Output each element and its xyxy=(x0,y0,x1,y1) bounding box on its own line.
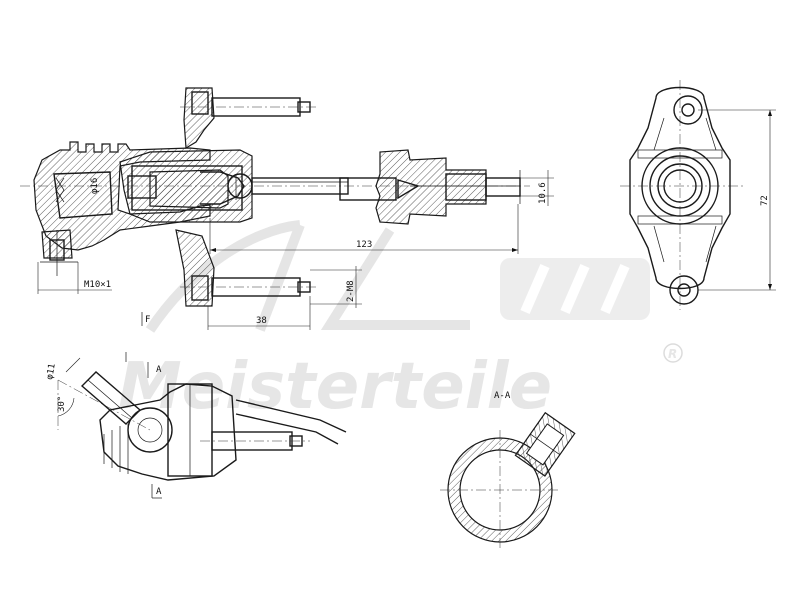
dim-height-72-text: 72 xyxy=(760,195,770,206)
angled-view: φ11 30° A A xyxy=(45,352,347,499)
dim-length-123-text: 123 xyxy=(356,240,372,250)
dim-thread-m10-text: M10×1 xyxy=(84,280,111,290)
dim-bolts-2m8-text: 2-M8 xyxy=(346,280,356,302)
section-marker-f: F xyxy=(145,315,150,325)
main-section-view: φ16 M10×1 xyxy=(20,87,554,330)
registered-letter: R xyxy=(668,347,677,361)
dim-angle-30-text: 30° xyxy=(57,396,67,412)
registered-mark: R xyxy=(663,343,683,363)
section-a-a: A-A xyxy=(440,391,576,550)
dim-dia11-text: φ11 xyxy=(45,363,58,381)
section-title-a-a: A-A xyxy=(494,391,511,401)
end-view: 72 xyxy=(620,80,776,310)
watermark-logo-mark: A.Z.M xyxy=(145,220,650,333)
dim-height-10-6-text: 10.6 xyxy=(538,182,548,204)
watermark-brand: Meisterteile xyxy=(118,350,552,424)
section-marker-a-upper: A xyxy=(156,365,162,375)
dim-offset-38-text: 38 xyxy=(256,316,267,326)
section-marker-a-lower: A xyxy=(156,487,162,497)
dim-dia16-text: φ16 xyxy=(90,178,100,194)
